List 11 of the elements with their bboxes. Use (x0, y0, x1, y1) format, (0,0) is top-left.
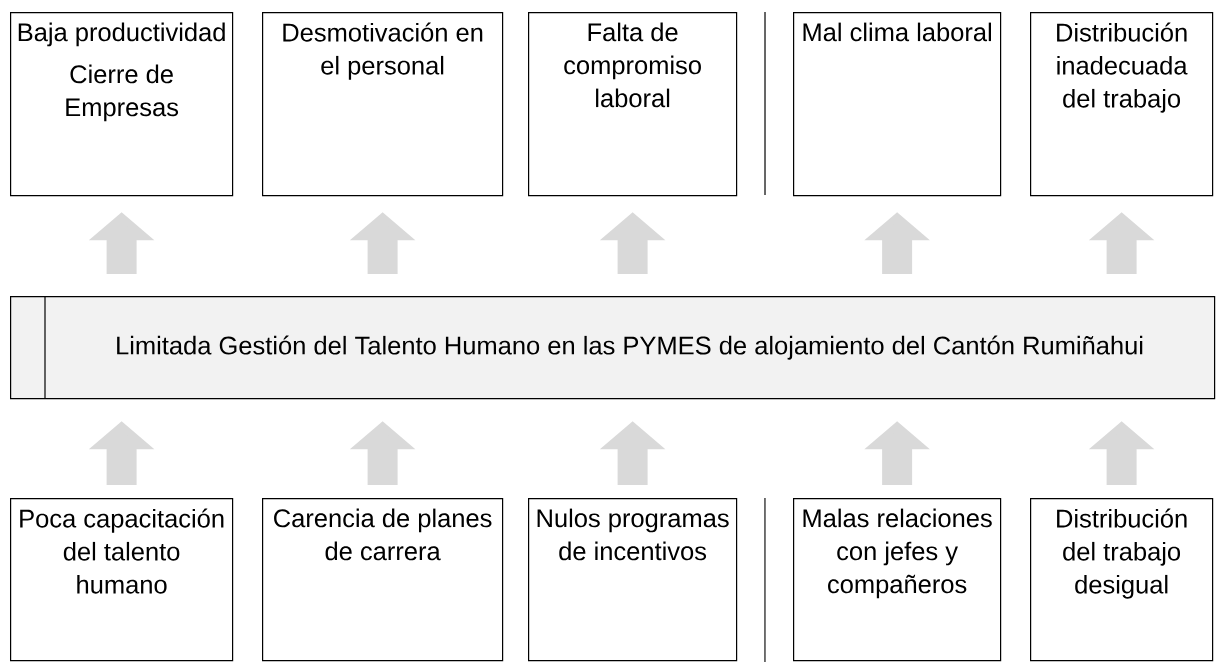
cause-box: Poca capacitación del talento humano (10, 498, 234, 662)
effect-box: Falta de compromiso laboral (528, 12, 738, 197)
cause-box: Carencia de planes de carrera (262, 498, 504, 662)
cause-box: Nulos programas de incentivos (528, 498, 738, 662)
problem-band: Limitada Gestión del Talento Humano en las PYMES de alojamiento del Cantón Rumiñahui (10, 295, 1216, 400)
cause-box: Distribución del trabajo desigual (1030, 498, 1214, 662)
effect-box: Desmotivación en el personal (262, 12, 504, 197)
cause-box: Malas relaciones con jefes y compañeros (793, 498, 1002, 662)
effect-box: Distribución inadecuada del trabajo (1030, 12, 1214, 197)
effect-box: Baja productividad Cierre de Empresas (10, 12, 234, 197)
effect-box: Mal clima laboral (793, 12, 1002, 197)
